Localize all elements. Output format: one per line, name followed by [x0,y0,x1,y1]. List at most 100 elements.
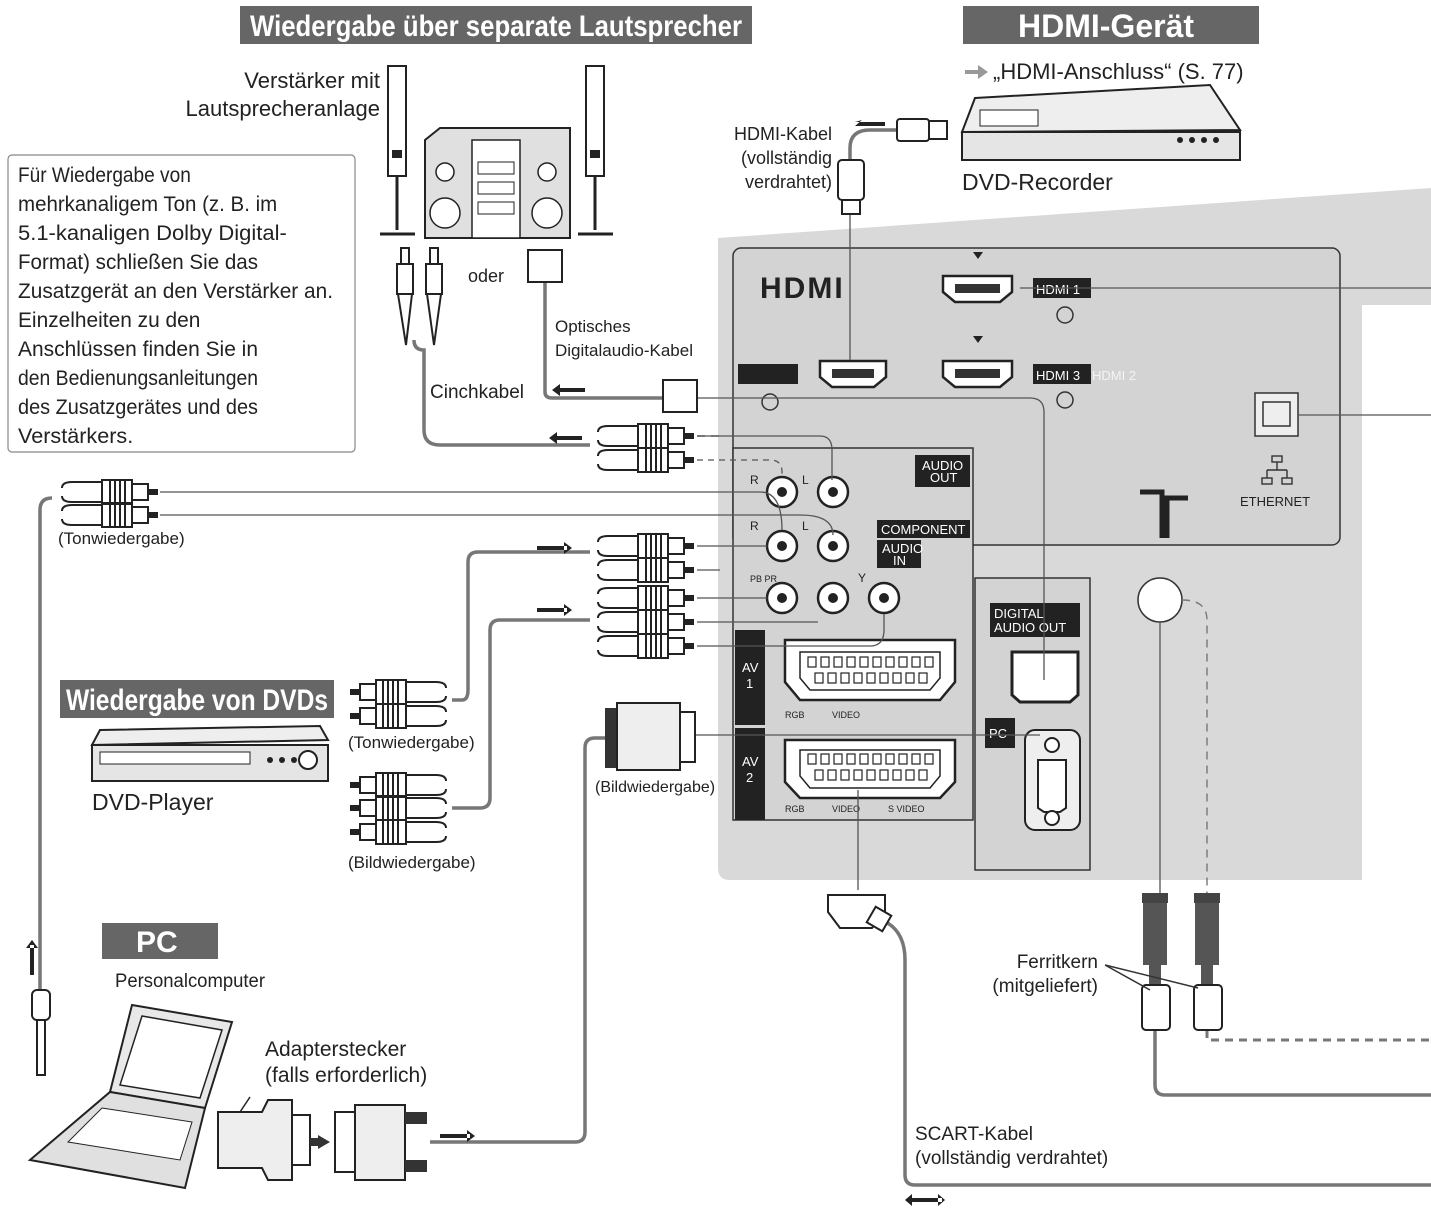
audio-out-l: L [802,473,809,487]
digital-audio-out-label-bg [990,603,1080,637]
note-line: Zusatzgerät an den Verstärker an. [18,280,333,303]
amplifier-speakers-icon [380,65,613,239]
note-line: Anschlüssen finden Sie in [18,338,258,361]
hdmi-reference: „HDMI-Anschluss“ (S. 77) [993,59,1244,84]
optical-plug-top [527,249,563,283]
rca-plug [597,609,694,635]
pc-audio-lead-l [160,514,834,536]
banner-dvd-playback [60,680,334,718]
direction-arrows [26,120,945,1206]
av2-scart-port [783,738,957,800]
ferrite-pointer [1104,964,1199,991]
av2-rgb: RGB [785,804,805,814]
scart-cable [881,918,1431,1187]
personalcomputer-label: Personalcomputer [115,971,266,992]
rca-plug [61,502,158,528]
cinch-cable [412,339,590,447]
hdmi-logo: HDMI [760,272,845,305]
amp-label-2: Lautsprecheranlage [186,96,380,121]
cinch-label: Cinchkabel [430,382,524,403]
av2-video: VIDEO [832,804,860,814]
note-line: 5.1-kanaligen Dolby Digital- [18,222,287,245]
rca-plug [597,633,694,659]
hdmi3-label: HDMI 3 [1036,368,1080,383]
rca-plug [350,703,447,729]
audio-in-label-1: AUDIO [882,541,923,556]
rca-plug [350,819,447,845]
dvd-player-icon [90,724,330,782]
av1-rgb: RGB [785,710,805,720]
antenna-cable [1153,1030,1431,1097]
banner-separate-speakers-text: Wiedergabe über separate Lautsprecher [250,10,742,43]
ferrite-cores [1141,984,1223,1031]
ferrite-label-1: Ferritkern [1017,952,1098,973]
rca-plugs [61,423,694,845]
hdmi-cable-label-3: verdrahtet) [745,172,832,192]
optical-plug [662,379,698,413]
antenna-plugs [1142,893,1220,985]
optical-cable [543,280,663,400]
pc-video-label: (Bildwiedergabe) [595,779,715,796]
banner-pc-text: PC [136,926,178,959]
vga-cable [430,736,605,1144]
hdmi3-port [818,359,888,389]
av2-scart-pins [807,753,934,781]
dvd-audio-label: (Tonwiedergabe) [348,733,475,752]
pc-port-label: PC [989,726,1007,741]
note-line: den Bedienungsanleitungen [18,367,258,390]
optical-label-2: Digitalaudio-Kabel [555,341,693,360]
audio-in-label-bg [877,540,921,568]
pc-audio-lead-r [160,491,783,531]
adapter-label-2: (falls erforderlich) [265,1064,427,1087]
scart-label-1: SCART-Kabel [915,1124,1033,1145]
av2-label-b: 2 [746,770,753,785]
hdmi2-port [941,336,1014,389]
scart-label-2: (vollständig verdrahtet) [915,1148,1108,1169]
note-box [7,154,356,453]
optical-lead [697,397,1045,680]
rca-plug [350,772,447,798]
note-line: Verstärkers. [18,425,133,448]
dvd-video-cable [452,618,590,810]
arrow-right-icon [965,65,988,79]
audio-out-r: R [750,473,759,487]
dvd-player-label: DVD-Player [92,789,214,815]
banner-pc [102,923,218,959]
av2-label-a: AV [742,754,759,769]
ethernet-socket [1262,401,1291,427]
hdmi3-label-bg [738,364,798,384]
laptop-icon [27,1003,234,1190]
stand-symbol-icon [1140,489,1188,538]
antenna-lead-dashed [1181,599,1208,895]
hdmi2-label: HDMI 2 [1092,368,1136,383]
cinch-lead-r [697,459,783,478]
av2-label-bg [735,728,765,820]
ferrite-label-2: (mitgeliefert) [992,976,1098,997]
rca-plug [597,533,694,559]
pc-label-bg [985,718,1015,748]
av1-scart-pins [807,656,934,684]
pc-audio-label: (Tonwiedergabe) [58,529,185,548]
note-line: Format) schließen Sie das [18,251,258,274]
ethernet-icon [1261,455,1293,485]
tv-panel-gap [1362,305,1431,880]
hdmi-plug-vertical [837,159,865,215]
hdmi1-screw [1056,306,1074,324]
hdmi-cable-label-1: HDMI-Kabel [734,124,832,144]
amp-label-1: Verstärker mit [244,68,380,93]
ethernet-label: ETHERNET [1240,494,1310,509]
note-line: Einzelheiten zu den [18,309,200,332]
optical-port [1010,650,1080,704]
vga-adapter-icon [217,1096,311,1181]
audio-out-label-1: AUDIO [922,458,963,473]
pc-audio-plug [31,989,51,1076]
av2-svideo: S VIDEO [888,804,925,814]
arrow-left-icon [310,1135,330,1149]
hdmi-cable-label-2: (vollständig [741,148,832,168]
audio-out-label-bg [915,455,970,487]
av1-scart-port [783,638,957,702]
rca-plug [350,679,447,705]
banner-separate-speakers [240,6,752,44]
note-line: Für Wiedergabe von [18,164,191,187]
